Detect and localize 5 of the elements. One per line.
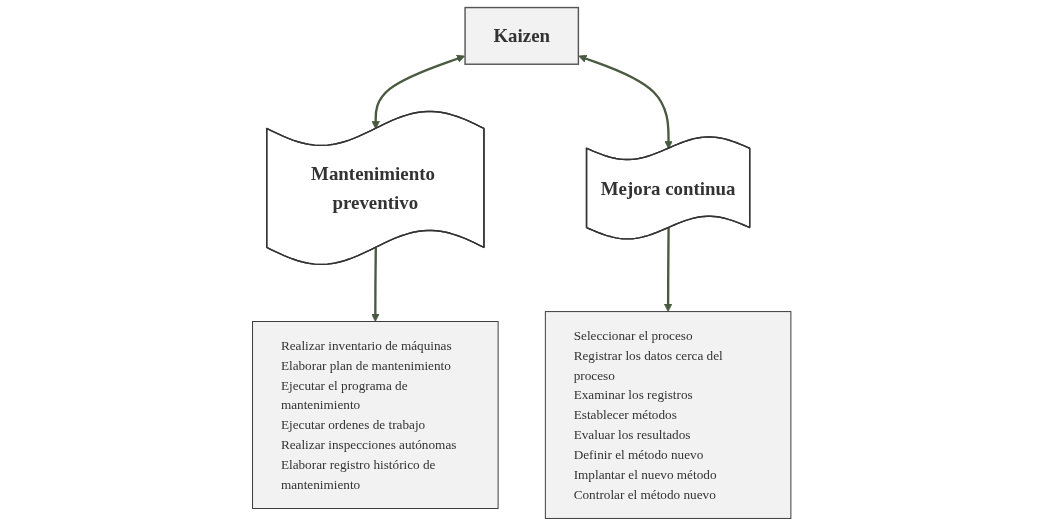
node-box: Kaizen — [464, 6, 579, 65]
arrow — [663, 228, 673, 312]
node-box: Seleccionar el proceso Registrar los datos cerca del proceso Examinar los registros Establecer métodos Evaluar los resultados Definir el método nuevo Implantar el nuevo método Controlar el método nuevo — [544, 311, 792, 519]
arrow — [370, 247, 380, 322]
node-box: Realizar inventario de máquinas Elaborar plan de mantenimiento Ejecutar el programa de mantenimiento Ejecutar ordenes de trabajo Realizar inspecciones autónomas Elaborar registro histórico de mantenimiento — [251, 321, 499, 509]
